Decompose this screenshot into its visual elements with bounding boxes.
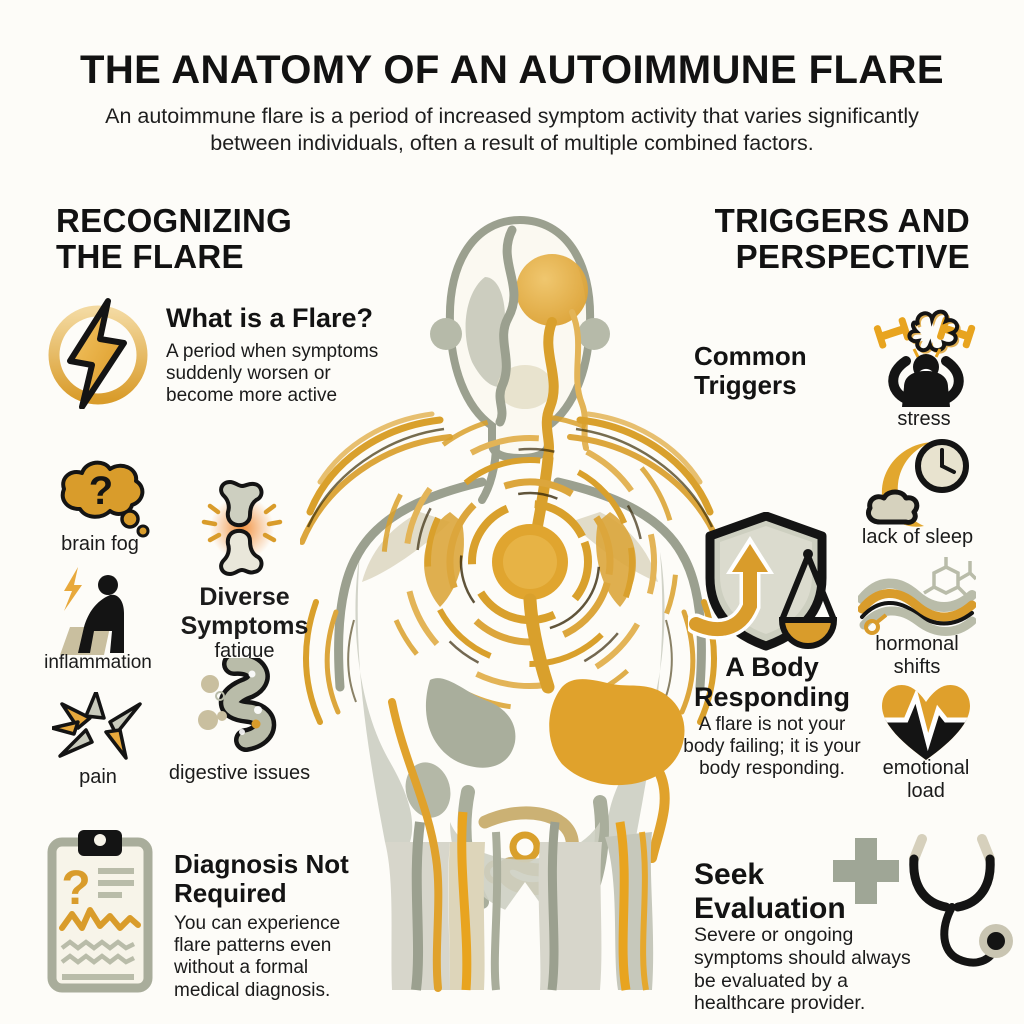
clipboard-icon: ? [46, 828, 154, 994]
what-is-flare-heading: What is a Flare? [166, 303, 374, 333]
pain-label: pain [79, 766, 117, 788]
hormone-waves-icon [858, 555, 976, 639]
page-title: THE ANATOMY OF AN AUTOIMMUNE FLARE [80, 48, 944, 92]
section-header-triggers: TRIGGERS AND PERSPECTIVE [714, 202, 970, 275]
lightning-icon [42, 297, 154, 409]
medical-cross-icon [833, 836, 899, 906]
brain-fog-label: brain fog [61, 533, 139, 555]
seek-evaluation-heading: Seek Evaluation [694, 858, 846, 925]
slumped-person-icon [52, 565, 140, 657]
shield-scale-icon [688, 512, 856, 654]
moon-clock-icon [862, 438, 974, 530]
intestine-icon [196, 658, 278, 760]
heart-ekg-icon [878, 680, 974, 762]
body-illustration [300, 182, 720, 1024]
seek-evaluation-body: Severe or ongoing symptoms should always… [694, 924, 911, 1015]
pain-shards-icon [52, 692, 142, 764]
digestive-issues-label: digestive issues [168, 762, 311, 784]
what-is-flare-body: A period when symptoms suddenly worsen o… [166, 341, 379, 407]
thought-cloud-icon: ? [52, 447, 152, 539]
section-header-recognizing: RECOGNIZING THE FLARE [56, 202, 293, 275]
common-triggers-heading: Common Triggers [694, 341, 807, 401]
svg-text:?: ? [89, 469, 113, 513]
body-responding-body: A flare is not your body failing; it is … [683, 714, 861, 780]
stress-icon [872, 303, 976, 407]
emotional-load-label: emotional load [882, 757, 970, 802]
hormonal-shifts-label: hormonal shifts [875, 633, 959, 678]
stethoscope-icon [896, 833, 1014, 981]
page-subtitle: An autoimmune flare is a period of incre… [105, 104, 919, 155]
stress-label: stress [897, 408, 951, 430]
inflamed-joint-icon [192, 478, 292, 578]
inflammation-label: inflammation [44, 652, 152, 673]
body-responding-heading: A Body Responding [694, 652, 850, 713]
diverse-symptoms-heading: Diverse Symptoms [180, 583, 309, 640]
diagnosis-heading: Diagnosis Not Required [174, 849, 349, 909]
diagnosis-body: You can experience flare patterns even w… [174, 913, 341, 1001]
lack-of-sleep-label: lack of sleep [861, 526, 974, 548]
fatigue-label: fatigue [214, 640, 275, 662]
svg-text:?: ? [61, 862, 90, 915]
